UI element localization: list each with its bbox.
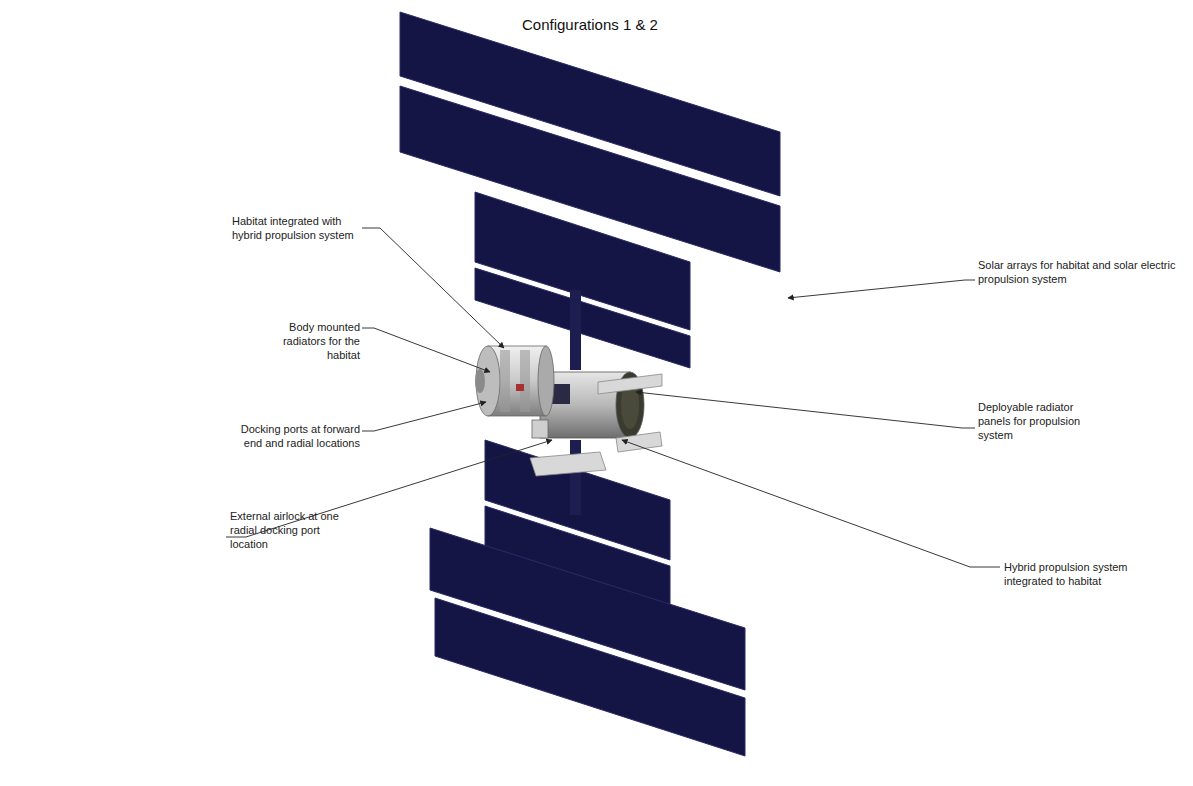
diagram-title: Configurations 1 & 2 bbox=[522, 16, 658, 34]
callout-label: External airlock at one radial docking p… bbox=[230, 509, 358, 551]
callout-label: Body mounted radiators for the habitat bbox=[250, 320, 360, 362]
callout-label: Habitat integrated with hybrid propulsio… bbox=[232, 214, 360, 242]
callout-label: Solar arrays for habitat and solar elect… bbox=[978, 258, 1178, 286]
callout-label: Hybrid propulsion system integrated to h… bbox=[1004, 560, 1174, 588]
solar-array bbox=[400, 12, 780, 756]
habitat-module bbox=[475, 346, 554, 438]
callout-label: Deployable radiator panels for propulsio… bbox=[978, 400, 1108, 442]
callout-label: Docking ports at forward end and radial … bbox=[240, 422, 360, 450]
leader-lines bbox=[226, 228, 1000, 567]
